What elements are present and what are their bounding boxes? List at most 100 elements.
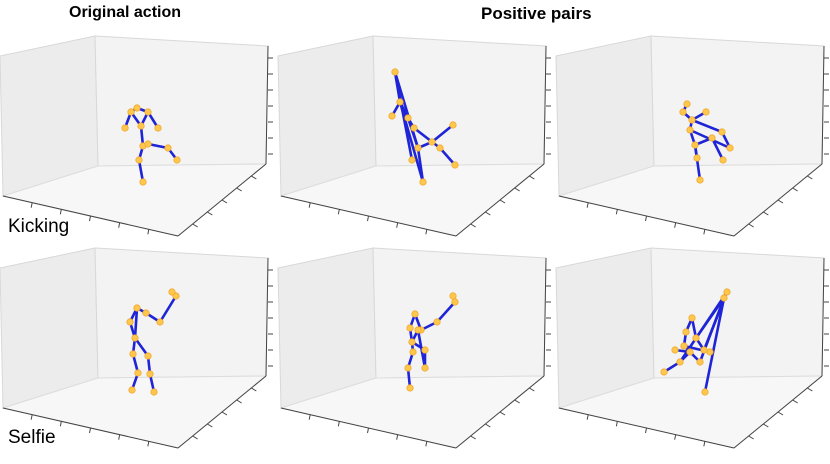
joint-8	[428, 138, 436, 146]
bone-9	[412, 126, 442, 150]
joint-6	[696, 176, 704, 184]
joint-11	[693, 154, 701, 162]
header-original-action: Original action	[69, 4, 182, 21]
joint-10	[719, 156, 727, 164]
joint-6	[680, 342, 688, 350]
joint-4	[451, 298, 459, 306]
joint-9	[660, 368, 668, 376]
joint-11	[146, 370, 154, 378]
joint-13	[671, 346, 679, 354]
joint-4	[154, 124, 162, 132]
axes-3d	[555, 247, 829, 449]
joint-5	[720, 294, 728, 302]
panel-selfie-positive-1	[277, 247, 551, 464]
joint-5	[168, 288, 176, 296]
bone-8	[430, 123, 455, 144]
axes-3d	[277, 35, 551, 237]
panel-kicking-original	[0, 35, 273, 252]
joint-9	[406, 384, 414, 392]
bone-10	[438, 146, 457, 167]
bone-7	[137, 158, 145, 184]
joint-4	[410, 124, 418, 132]
joint-6	[419, 178, 427, 186]
joint-11	[173, 156, 181, 164]
joint-1	[682, 328, 690, 336]
joint-9	[128, 386, 136, 394]
skeleton-kicking-original	[121, 104, 181, 186]
axes-3d	[0, 35, 273, 237]
bone-4	[393, 70, 420, 150]
joint-5	[691, 141, 699, 149]
axes-3d	[555, 35, 829, 237]
joint-8	[676, 358, 684, 366]
bone-12	[133, 306, 139, 340]
bone-6	[690, 118, 724, 134]
joint-3	[388, 112, 396, 120]
joint-1	[679, 108, 687, 116]
joint-0	[133, 304, 141, 312]
joint-3	[144, 108, 152, 116]
joint-9	[449, 121, 457, 129]
joint-11	[451, 161, 459, 169]
joint-10	[421, 346, 429, 354]
joint-2	[688, 116, 696, 124]
axes-3d	[0, 247, 273, 449]
bone-3	[158, 294, 178, 324]
skeleton-kicking-positive-2	[679, 100, 734, 184]
joint-0	[133, 104, 141, 112]
panel-selfie-positive-2	[555, 247, 829, 464]
joint-0	[411, 310, 419, 318]
joint-9	[144, 140, 152, 148]
joint-5	[449, 292, 457, 300]
header-positive-pairs: Positive pairs	[481, 4, 592, 23]
joint-7	[408, 156, 416, 164]
axes-3d	[277, 247, 551, 449]
joint-6	[131, 334, 139, 342]
joint-5	[414, 144, 422, 152]
bone-9	[133, 336, 150, 358]
panel-selfie-original	[0, 247, 273, 464]
joint-6	[408, 338, 416, 346]
joint-10	[144, 352, 152, 360]
joint-11	[701, 388, 709, 396]
joint-3	[156, 318, 164, 326]
joint-8	[404, 364, 412, 372]
joint-9	[708, 134, 716, 142]
joint-7	[135, 156, 143, 164]
joint-4	[723, 288, 731, 296]
bone-12	[416, 328, 427, 370]
joint-11	[421, 364, 429, 372]
joint-7	[686, 348, 694, 356]
skeleton-selfie-original	[126, 288, 180, 396]
joint-2	[692, 334, 700, 342]
bone-12	[398, 100, 425, 184]
bone-9	[710, 136, 725, 162]
joint-10	[706, 348, 714, 356]
joint-7	[129, 350, 137, 358]
bone-10	[703, 296, 726, 394]
joint-5	[137, 122, 145, 130]
joint-7	[409, 348, 417, 356]
skeleton-selfie-positive-1	[404, 292, 459, 392]
joint-12	[696, 358, 704, 366]
skeleton-selfie-positive-2	[660, 288, 731, 396]
joint-1	[127, 108, 135, 116]
skeleton-kicking-positive-1	[388, 68, 459, 186]
joint-8	[726, 144, 734, 152]
joint-0	[391, 68, 399, 76]
row-label-kicking: Kicking	[8, 216, 70, 237]
joint-2	[121, 124, 129, 132]
joint-3	[702, 108, 710, 116]
joint-1	[126, 318, 134, 326]
joint-12	[414, 326, 422, 334]
joint-1	[406, 324, 414, 332]
joint-10	[436, 144, 444, 152]
row-label-selfie: Selfie	[8, 427, 56, 448]
joint-7	[718, 128, 726, 136]
joint-3	[433, 318, 441, 326]
joint-3	[700, 346, 708, 354]
panel-kicking-positive-2	[555, 35, 829, 252]
joint-2	[142, 309, 150, 317]
joint-8	[134, 369, 142, 377]
joint-8	[139, 178, 147, 186]
